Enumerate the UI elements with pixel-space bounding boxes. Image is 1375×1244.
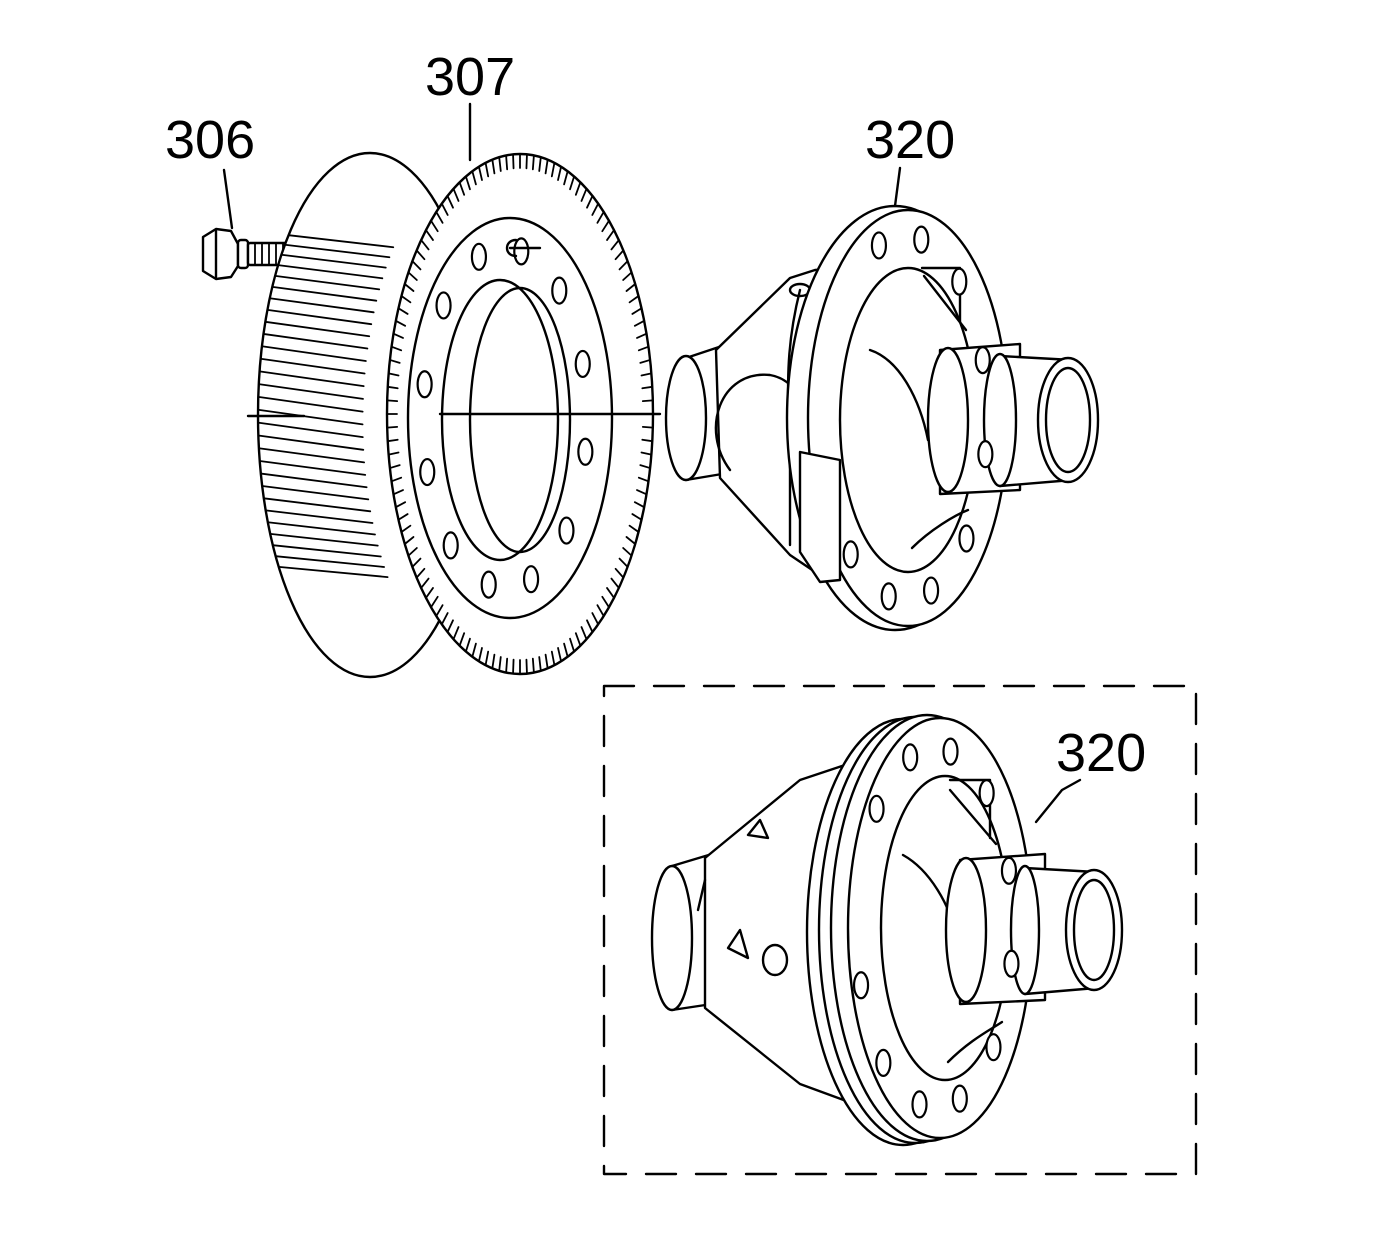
differential-case-alternate	[650, 713, 1124, 1147]
differential-case	[664, 204, 1100, 632]
callout-306: 306	[165, 110, 256, 170]
callout-307: 307	[425, 47, 516, 107]
callout-320: 320	[865, 110, 956, 170]
alternate-part-frame	[602, 684, 1198, 1176]
leader-lines	[222, 102, 1082, 824]
callout-320-alternate: 320	[1056, 723, 1147, 783]
